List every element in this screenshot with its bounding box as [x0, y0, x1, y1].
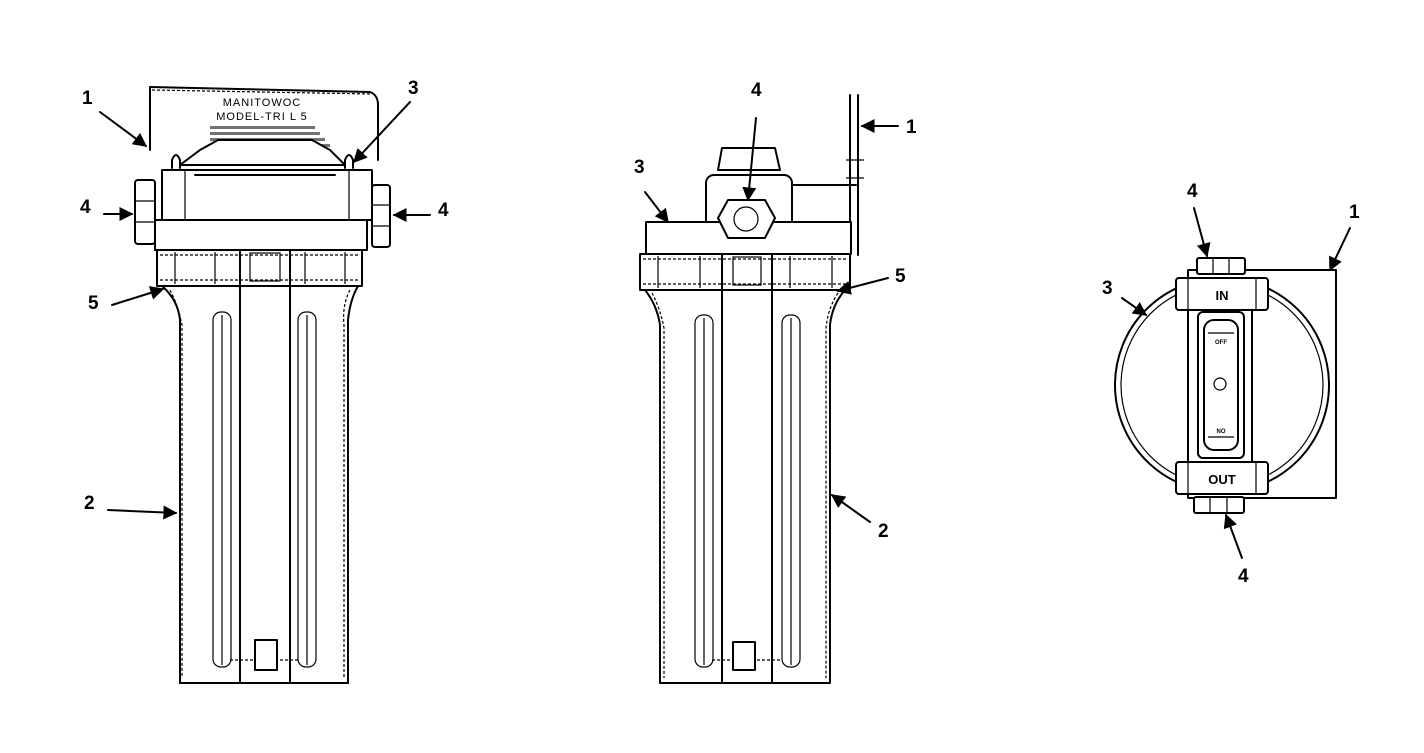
- side-view: 4 1 3 5 2: [634, 80, 917, 684]
- callout-3-side: 3: [634, 157, 645, 178]
- callout-3: 3: [408, 78, 419, 99]
- filter-sump-side: [644, 253, 846, 684]
- leader-3-side: [644, 191, 669, 224]
- mounting-bracket: MANITOWOC MODEL-TRI L 5: [149, 86, 379, 161]
- valve-on-label: NO: [1217, 429, 1226, 435]
- outlet-nut: [1193, 496, 1245, 514]
- callout-5: 5: [88, 293, 99, 314]
- leader-1: [99, 111, 148, 147]
- leader-2-side: [830, 494, 871, 523]
- inlet-nut: [1196, 257, 1246, 275]
- leader-4-side: [742, 117, 757, 202]
- leader-4-bottom: [1223, 513, 1243, 559]
- callout-1-side: 1: [906, 117, 917, 138]
- callout-4-side: 4: [751, 80, 762, 101]
- plate-model: MODEL-TRI L 5: [216, 111, 307, 123]
- callout-4-bottom: 4: [1238, 566, 1249, 587]
- filter-head: [154, 139, 373, 251]
- valve-knob-icon: [1213, 377, 1227, 391]
- callout-1: 1: [82, 88, 93, 109]
- leader-2: [107, 505, 178, 520]
- outlet-block: OUT: [1175, 461, 1269, 495]
- leader-5-side: [836, 277, 889, 295]
- plate-brand: MANITOWOC: [223, 97, 301, 109]
- leader-3-top: [1121, 297, 1148, 316]
- front-view: MANITOWOC MODEL-TRI L 5: [80, 78, 449, 684]
- callout-1-top: 1: [1349, 202, 1360, 223]
- filter-head-side: [645, 147, 852, 256]
- top-view: IN OUT OFF NO 4 1 3 4: [1102, 181, 1360, 587]
- leader-3: [353, 101, 411, 164]
- bypass-valve[interactable]: OFF NO: [1197, 311, 1245, 459]
- callout-4-top: 4: [1187, 181, 1198, 202]
- right-fitting: [371, 184, 391, 248]
- outlet-label: OUT: [1208, 472, 1236, 487]
- left-fitting: [134, 179, 156, 245]
- collar-ring: [156, 249, 363, 287]
- valve-off-label: OFF: [1215, 340, 1227, 346]
- callout-2-side: 2: [878, 521, 889, 542]
- leader-1-top: [1329, 227, 1351, 272]
- filter-sump: [161, 249, 359, 684]
- collar-ring-side: [639, 253, 851, 291]
- leader-4-top: [1193, 207, 1211, 258]
- callout-4-left: 4: [80, 197, 91, 218]
- callout-2: 2: [84, 493, 95, 514]
- leader-5: [111, 286, 165, 306]
- callout-3-top: 3: [1102, 278, 1113, 299]
- callout-4-right: 4: [438, 200, 449, 221]
- inlet-label: IN: [1216, 288, 1229, 303]
- inlet-block: IN: [1175, 277, 1269, 311]
- callout-5-side: 5: [895, 266, 906, 287]
